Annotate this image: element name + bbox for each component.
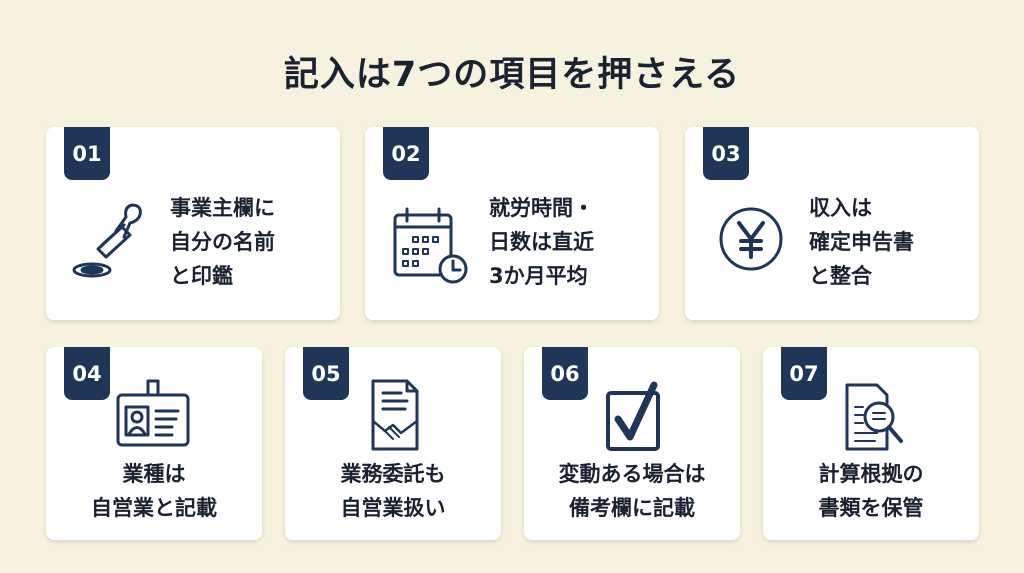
item-card-05: 05 業務委託も 自営業扱い — [285, 347, 501, 540]
item-number-badge: 06 — [542, 347, 588, 400]
item-card-03: 03 収入は 確定申告書 と整合 — [685, 127, 979, 320]
item-number-badge: 07 — [781, 347, 827, 400]
id-card-icon — [116, 379, 190, 447]
checkbox-icon — [606, 381, 660, 451]
item-text: 業務委託も 自営業扱い — [340, 462, 446, 520]
contract-handshake-icon — [371, 379, 419, 451]
stamp-icon — [72, 203, 142, 278]
item-number-badge: 05 — [303, 347, 349, 400]
item-text: 変動ある場合は 備考欄に記載 — [558, 462, 706, 520]
item-number-badge: 02 — [383, 127, 429, 180]
item-card-06: 06 変動ある場合は 備考欄に記載 — [524, 347, 740, 540]
item-card-01: 01 事業主欄に 自分の名前 と印鑑 — [46, 127, 340, 320]
item-text: 就労時間・ 日数は直近 3か月平均 — [489, 196, 594, 288]
yen-coin-icon — [719, 207, 783, 271]
item-text: 業種は 自営業と記載 — [91, 462, 217, 520]
item-text: 計算根拠の 書類を保管 — [818, 462, 924, 520]
item-number-badge: 01 — [64, 127, 110, 180]
item-card-04: 04 業種は 自営業と記載 — [46, 347, 262, 540]
calendar-clock-icon — [393, 207, 468, 284]
item-card-07: 07 計算根拠の 書類を保管 — [763, 347, 979, 540]
document-search-icon — [845, 383, 903, 451]
item-number-badge: 03 — [703, 127, 749, 180]
page-title: 記入は7つの項目を押さえる — [283, 55, 741, 95]
item-text: 収入は 確定申告書 と整合 — [809, 196, 914, 288]
item-number-badge: 04 — [64, 347, 110, 400]
item-text: 事業主欄に 自分の名前 と印鑑 — [170, 196, 275, 288]
item-card-02: 02 就労時間・ 日数は直近 3か月平均 — [365, 127, 659, 320]
